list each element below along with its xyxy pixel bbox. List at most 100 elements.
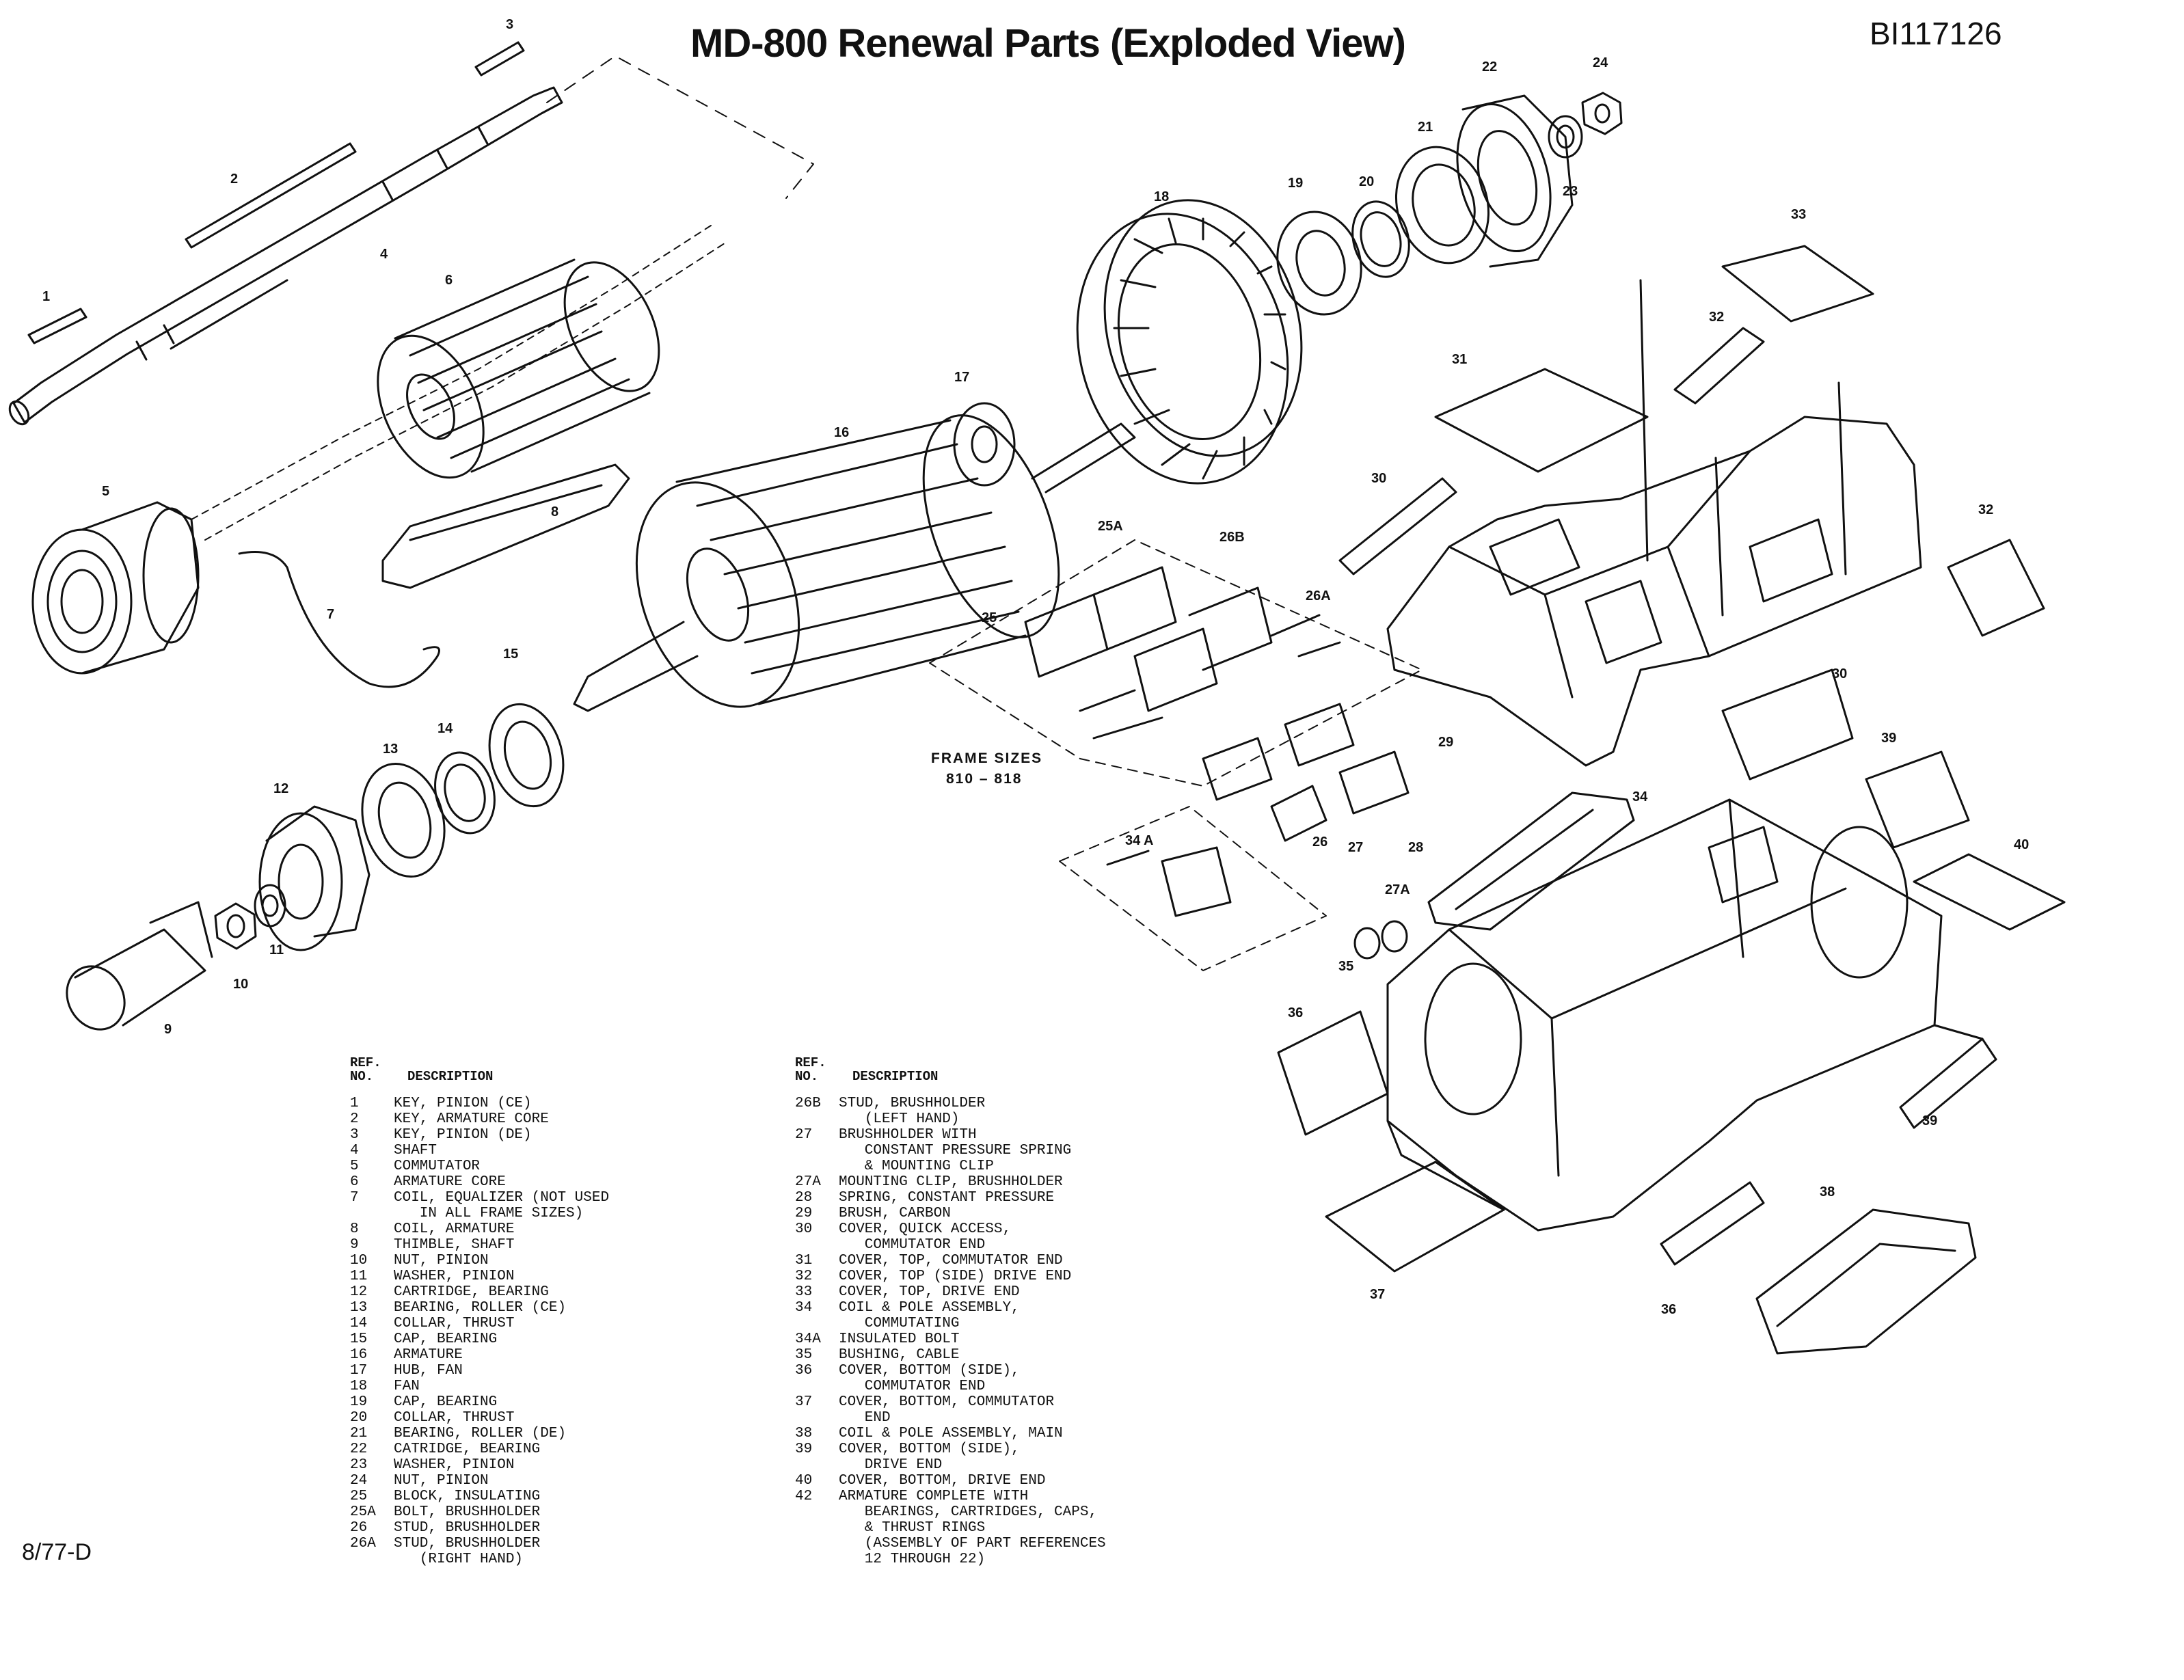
callout-40: 40 (2014, 837, 2029, 852)
callout-21: 21 (1418, 120, 1433, 135)
bearing-cap-ce-part (488, 703, 565, 808)
legend-description: BOLT, BRUSHHOLDER (394, 1504, 541, 1520)
callout-39-upper: 39 (1881, 731, 1896, 746)
legend-description: SPRING, CONSTANT PRESSURE (839, 1190, 1055, 1206)
callout-16: 16 (834, 425, 849, 440)
callout-34a: 34 A (1125, 833, 1154, 848)
shaft-thimble-part (66, 901, 213, 1031)
callout-9: 9 (164, 1022, 172, 1037)
legend-description: BEARING, ROLLER (CE) (394, 1300, 567, 1316)
callout-11: 11 (269, 943, 284, 958)
legend-header: REF. NO. DESCRIPTION (350, 1056, 787, 1083)
ref-no-header: REF. NO. (350, 1055, 381, 1084)
key-pinion-ce-part (27, 308, 87, 344)
legend-description: COLLAR, THRUST (394, 1410, 515, 1426)
legend-ref-no: 8 (350, 1221, 359, 1237)
bottom-side-cover-de-part (1865, 750, 1997, 1129)
legend-ref-no: 25 (350, 1489, 368, 1504)
legend-ref-no: 9 (350, 1237, 359, 1253)
legend-description: WASHER, PINION (394, 1457, 515, 1473)
callout-18: 18 (1154, 189, 1169, 204)
equalizer-coil-part (238, 551, 440, 688)
legend-description: FAN (394, 1379, 420, 1394)
callout-20: 20 (1359, 174, 1374, 189)
brushholder-stud-part (1079, 614, 1341, 740)
callout-33: 33 (1791, 207, 1806, 222)
callout-7: 7 (327, 607, 334, 622)
callout-14: 14 (437, 721, 453, 736)
nut-pinion-ce-part (214, 902, 257, 950)
fan-part (1076, 199, 1303, 485)
legend-ref-no: 34A (795, 1331, 821, 1347)
legend-ref-no: 1 (350, 1096, 359, 1111)
armature-coil-part (381, 463, 630, 589)
legend-description: STUD, BRUSHHOLDER (RIGHT HAND) (394, 1536, 541, 1567)
legend-description: ARMATURE (394, 1347, 463, 1363)
callout-4: 4 (380, 247, 388, 262)
legend-description: INSULATED BOLT (839, 1331, 960, 1347)
legend-description: HUB, FAN (394, 1363, 463, 1379)
legend-row: 13 BEARING, ROLLER (CE) (350, 1300, 787, 1316)
legend-description: SHAFT (394, 1143, 437, 1159)
callout-6: 6 (445, 273, 453, 288)
legend-description: ARMATURE COMPLETE WITH BEARINGS, CARTRID… (839, 1489, 1106, 1567)
legend-ref-no: 13 (350, 1300, 368, 1316)
legend-ref-no: 6 (350, 1174, 359, 1190)
callout-17: 17 (954, 370, 969, 385)
callout-15: 15 (503, 647, 518, 662)
key-armature-core-part (185, 142, 357, 249)
legend-description: CAP, BEARING (394, 1394, 498, 1410)
legend-description: COVER, TOP, DRIVE END (839, 1284, 1020, 1300)
legend-description: BRUSH, CARBON (839, 1206, 951, 1221)
key-pinion-de-part (474, 41, 525, 77)
legend-description: COIL & POLE ASSEMBLY, COMMUTATING (839, 1300, 1020, 1331)
bearing-cap-de-part (1276, 211, 1362, 316)
callout-3: 3 (506, 17, 513, 32)
ref-no-header: REF. NO. (795, 1055, 826, 1084)
callout-34: 34 (1632, 789, 1648, 804)
legend-description: CAP, BEARING (394, 1331, 498, 1347)
legend-ref-no: 20 (350, 1410, 368, 1426)
legend-description: STUD, BRUSHHOLDER (LEFT HAND) (839, 1096, 986, 1127)
legend-description: BLOCK, INSULATING (394, 1489, 541, 1504)
callout-36-upper: 36 (1288, 1005, 1303, 1020)
callout-37: 37 (1370, 1287, 1385, 1302)
callout-29: 29 (1438, 735, 1453, 750)
washer-pinion-de-part (1548, 115, 1583, 159)
legend-ref-no: 24 (350, 1473, 368, 1489)
thrust-collar-de-part (1351, 200, 1410, 278)
top-cover-de-part (1721, 245, 1874, 323)
main-coil-pole-part (1755, 1208, 1977, 1355)
legend-description: COMMUTATOR (394, 1159, 481, 1174)
legend-ref-no: 30 (795, 1221, 813, 1237)
insulated-bolt-group-boundary (1059, 806, 1327, 971)
legend-ref-no: 21 (350, 1426, 368, 1441)
legend-ref-no: 26A (350, 1536, 376, 1552)
frame-sizes-label: FRAME SIZES (931, 750, 1042, 766)
legend-description: COLLAR, THRUST (394, 1316, 515, 1331)
legend-description: NUT, PINION (394, 1253, 489, 1269)
callout-27: 27 (1348, 840, 1363, 855)
legend-row: 26A STUD, BRUSHHOLDER (RIGHT HAND) (350, 1536, 787, 1567)
callout-23: 23 (1563, 184, 1578, 199)
top-side-cover-de-part (1673, 327, 2045, 637)
callout-35: 35 (1338, 959, 1353, 974)
bottom-cover-ce-part (1325, 1161, 1505, 1273)
